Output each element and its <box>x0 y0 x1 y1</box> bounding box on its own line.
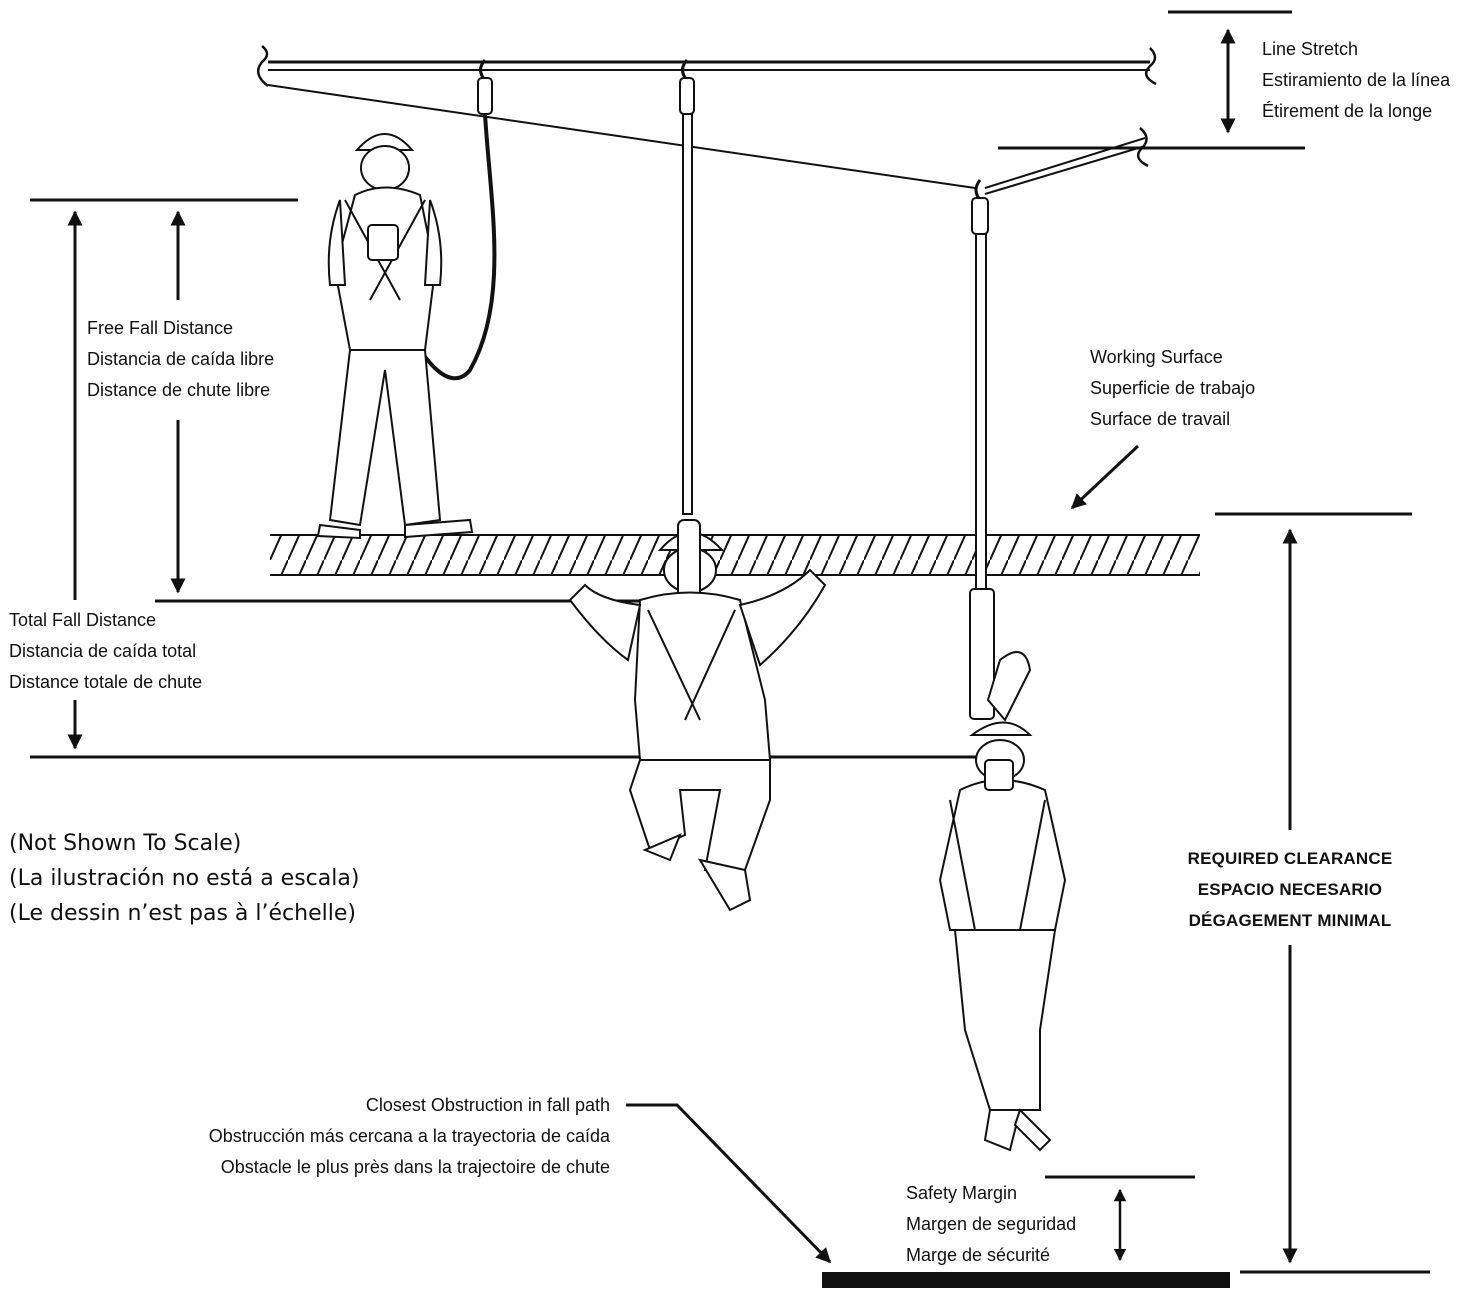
safety-margin-label: Safety Margin Margen de seguridad Marge … <box>906 1178 1076 1271</box>
scale-note-en: (Not Shown To Scale) <box>9 826 359 861</box>
required-clearance-fr: DÉGAGEMENT MINIMAL <box>1160 905 1420 936</box>
working-surface-en: Working Surface <box>1090 342 1255 373</box>
free-fall-es: Distancia de caída libre <box>87 344 274 375</box>
working-surface-fr: Surface de travail <box>1090 404 1255 435</box>
line-stretch-fr: Étirement de la longe <box>1262 96 1450 127</box>
line-stretch-es: Estiramiento de la línea <box>1262 65 1450 96</box>
line-stretch-en: Line Stretch <box>1262 34 1450 65</box>
safety-margin-es: Margen de seguridad <box>906 1209 1076 1240</box>
scale-note-es: (La ilustración no está a escala) <box>9 861 359 896</box>
closest-obstruction-fr: Obstacle le plus près dans la trajectoir… <box>150 1152 610 1183</box>
safety-margin-en: Safety Margin <box>906 1178 1076 1209</box>
free-fall-label: Free Fall Distance Distancia de caída li… <box>87 313 274 406</box>
safety-margin-fr: Marge de sécurité <box>906 1240 1076 1271</box>
scale-note-fr: (Le dessin n’est pas à l’échelle) <box>9 896 359 931</box>
working-surface-es: Superficie de trabajo <box>1090 373 1255 404</box>
obstruction-bar <box>822 1272 1230 1288</box>
line-stretch-label: Line Stretch Estiramiento de la línea Ét… <box>1262 34 1450 127</box>
scale-note: (Not Shown To Scale) (La ilustración no … <box>9 826 359 931</box>
falling-worker-figure <box>570 60 825 910</box>
total-fall-en: Total Fall Distance <box>9 605 202 636</box>
working-surface-label: Working Surface Superficie de trabajo Su… <box>1090 342 1255 435</box>
closest-obstruction-en: Closest Obstruction in fall path <box>150 1090 610 1121</box>
required-clearance-label: REQUIRED CLEARANCE ESPACIO NECESARIO DÉG… <box>1160 843 1420 936</box>
free-fall-fr: Distance de chute libre <box>87 375 274 406</box>
obstruction-pointer <box>626 1105 830 1262</box>
total-fall-label: Total Fall Distance Distancia de caída t… <box>9 605 202 698</box>
closest-obstruction-es: Obstrucción más cercana a la trayectoria… <box>150 1121 610 1152</box>
standing-worker-figure <box>318 60 494 538</box>
closest-obstruction-label: Closest Obstruction in fall path Obstruc… <box>150 1090 610 1183</box>
total-fall-fr: Distance totale de chute <box>9 667 202 698</box>
required-clearance-en: REQUIRED CLEARANCE <box>1160 843 1420 874</box>
arrested-worker-figure <box>940 180 1065 1150</box>
free-fall-en: Free Fall Distance <box>87 313 274 344</box>
total-fall-es: Distancia de caída total <box>9 636 202 667</box>
required-clearance-es: ESPACIO NECESARIO <box>1160 874 1420 905</box>
